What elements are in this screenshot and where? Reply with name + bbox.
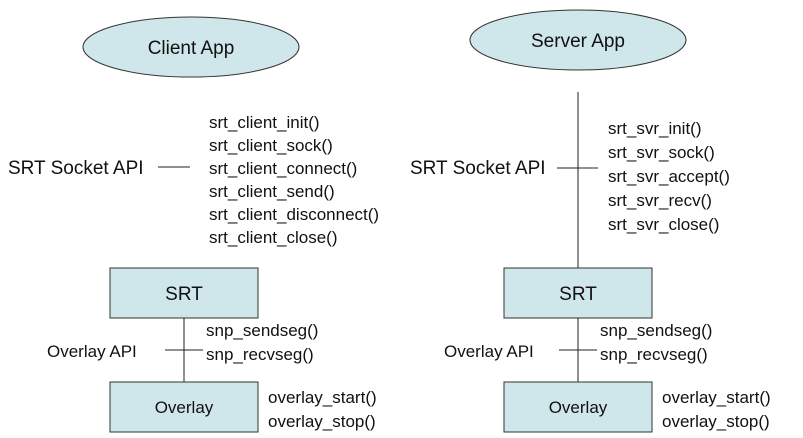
server-overlay-api-label: Overlay API (444, 342, 534, 361)
client-socket-function: srt_client_init() (209, 113, 320, 132)
client-socket-function: srt_client_connect() (209, 159, 357, 178)
server-socket-function: srt_svr_close() (608, 215, 719, 234)
client-overlay-api-label: Overlay API (47, 342, 137, 361)
client-overlay-label: Overlay (155, 398, 214, 417)
client-socket-api-label: SRT Socket API (8, 158, 144, 179)
server-socket-function: srt_svr_init() (608, 119, 702, 138)
client-socket-function-list: srt_client_init() srt_client_sock() srt_… (209, 113, 379, 247)
server-overlay-function: overlay_start() (662, 388, 771, 407)
client-stack: Client App SRT Socket API srt_client_ini… (8, 16, 379, 433)
server-overlay-box (503, 381, 653, 433)
client-overlay-function: overlay_stop() (268, 412, 376, 431)
server-overlay-api-function-list: snp_sendseg() snp_recvseg() (600, 321, 712, 364)
client-socket-function: srt_client_sock() (209, 136, 333, 155)
client-app-label: Client App (148, 38, 235, 59)
client-srt-label: SRT (165, 284, 203, 305)
client-socket-function: srt_client_close() (209, 228, 338, 247)
server-srt-label: SRT (559, 284, 597, 305)
server-socket-function: srt_svr_sock() (608, 143, 715, 162)
server-overlay-api-function: snp_sendseg() (600, 321, 712, 340)
client-app-node (82, 16, 300, 78)
client-overlay-function-list: overlay_start() overlay_stop() (268, 388, 377, 431)
client-overlay-box (109, 381, 259, 433)
server-socket-function: srt_svr_accept() (608, 167, 730, 186)
server-overlay-api-function: snp_recvseg() (600, 345, 708, 364)
server-overlay-function-list: overlay_start() overlay_stop() (662, 388, 771, 431)
client-overlay-function: overlay_start() (268, 388, 377, 407)
server-socket-function: srt_svr_recv() (608, 191, 712, 210)
server-socket-api-label: SRT Socket API (410, 158, 546, 179)
server-srt-box (503, 267, 653, 319)
server-stack: Server App SRT Socket API srt_svr_init()… (410, 9, 771, 433)
server-socket-function-list: srt_svr_init() srt_svr_sock() srt_svr_ac… (608, 119, 730, 234)
server-app-label: Server App (531, 31, 625, 52)
server-overlay-function: overlay_stop() (662, 412, 770, 431)
client-overlay-api-function: snp_recvseg() (206, 345, 314, 364)
server-app-node (469, 9, 687, 71)
client-srt-box (109, 267, 259, 319)
server-overlay-label: Overlay (549, 398, 608, 417)
client-socket-function: srt_client_disconnect() (209, 205, 379, 224)
client-overlay-api-function-list: snp_sendseg() snp_recvseg() (206, 321, 318, 364)
client-overlay-api-function: snp_sendseg() (206, 321, 318, 340)
client-socket-function: srt_client_send() (209, 182, 335, 201)
